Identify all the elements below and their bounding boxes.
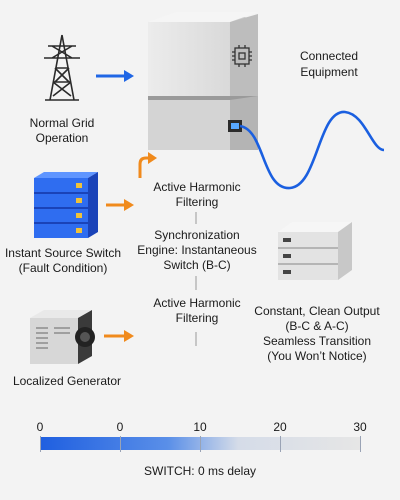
timeline-caption: SWITCH: 0 ms delay (143, 464, 257, 478)
arrow-generator-to-filter (104, 330, 134, 342)
timeline-tick-label: 10 (193, 420, 207, 434)
power-tower-icon (44, 34, 80, 101)
timeline-tick-label: 0 (36, 420, 44, 434)
process-step-2: Synchronization Engine: Instantaneous Sw… (137, 228, 257, 272)
server-rack-icon (278, 222, 352, 280)
timeline-tick-mark (119, 436, 121, 452)
arrow-grid-to-equipment (96, 70, 134, 82)
battery-stack-icon (34, 172, 98, 238)
timeline-ticks: 0 0 10 20 30 (37, 420, 367, 460)
timeline-tick-label: 20 (273, 420, 287, 434)
output-label: Constant, Clean Output (B-C & A-C) Seaml… (254, 304, 380, 363)
arrow-up-to-equipment (138, 152, 157, 178)
battery-label: Instant Source Switch (Fault Condition) (4, 246, 122, 275)
chip-icon (232, 45, 252, 67)
grid-label: Normal Grid Operation (29, 116, 95, 145)
timeline-tick-mark (359, 436, 361, 452)
arrow-battery-to-filter (106, 199, 134, 211)
process-step-1: Active Harmonic Filtering (153, 180, 241, 209)
timeline-tick-label: 0 (116, 420, 124, 434)
process-step-3: Active Harmonic Filtering (153, 296, 241, 325)
timeline-tick-mark (39, 436, 41, 452)
timeline-tick-mark (199, 436, 201, 452)
port-icon (228, 120, 242, 132)
equipment-label: Connected Equipment (299, 49, 359, 79)
server-cabinet-icon (148, 12, 258, 150)
output-wave (239, 110, 385, 190)
timeline-tick-label: 30 (353, 420, 367, 434)
generator-icon (30, 310, 95, 364)
timeline-tick-mark (279, 436, 281, 452)
generator-label: Localized Generator (12, 374, 122, 388)
